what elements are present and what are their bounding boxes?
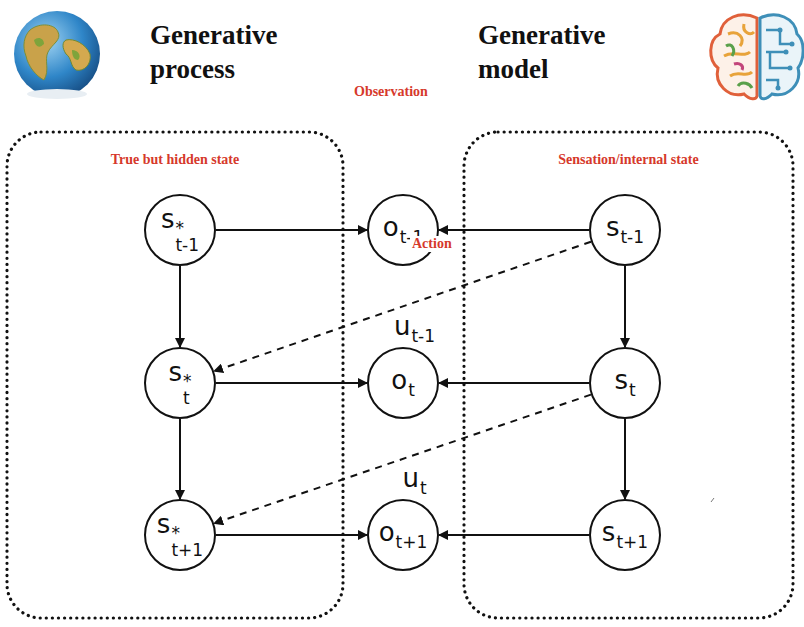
state-circle: ot+1: [367, 499, 439, 571]
annotation: Action: [410, 236, 454, 252]
state-symbol: s*t-1: [161, 206, 199, 254]
dotted-region: True but hidden state s*t-1 s*t s*t+1: [5, 130, 345, 620]
state-circle: st+1: [589, 499, 661, 571]
panel-title: Generative process: [150, 18, 320, 86]
state-symbol: st: [614, 367, 635, 399]
state-symbol: s*t+1: [157, 511, 203, 559]
state-circle: s*t: [144, 347, 216, 419]
globe-icon: [14, 11, 100, 99]
arrow: [179, 266, 181, 347]
state-symbol: ot+1: [379, 519, 428, 551]
state-circle: s*t+1: [144, 499, 216, 571]
action-label: ut-1: [391, 313, 438, 345]
dotted-region: Sensation/internal state st-1 st st+1: [462, 130, 795, 620]
panel-title: Generative model: [478, 18, 648, 86]
state-circle: ot-1: [367, 194, 439, 266]
arrow: [439, 382, 589, 384]
region-heading: Sensation/internal state: [462, 152, 795, 168]
state-circle: st-1: [589, 194, 661, 266]
state-symbol: ot: [391, 367, 415, 399]
stray-mark: [711, 498, 714, 502]
arrow: [624, 419, 626, 499]
state-symbol: st+1: [602, 519, 648, 551]
action-label: ut: [399, 465, 429, 497]
arrow: [439, 534, 589, 536]
arrow: [179, 419, 181, 499]
annotation: Observation: [352, 84, 430, 100]
region-heading: True but hidden state: [5, 152, 345, 168]
arrow: [624, 266, 626, 347]
state-symbol: s*t: [168, 359, 191, 407]
state-circle: ot: [367, 347, 439, 419]
state-circle: s*t-1: [144, 194, 216, 266]
state-symbol: st-1: [606, 214, 644, 246]
arrow: [439, 229, 589, 231]
state-circle: st: [589, 347, 661, 419]
brain-icon: [711, 15, 803, 99]
